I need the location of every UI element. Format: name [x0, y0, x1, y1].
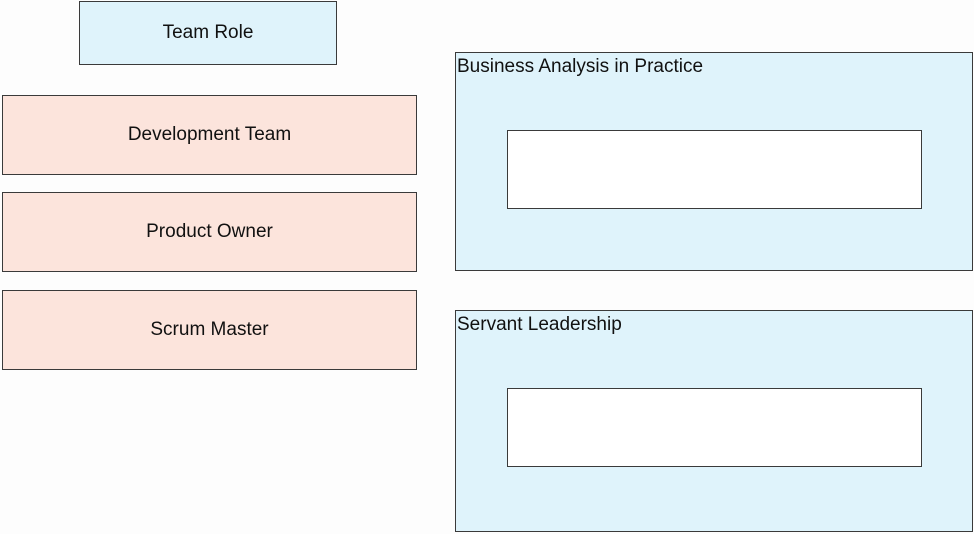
role-item-label: Product Owner [146, 221, 273, 242]
role-item-scrum-master[interactable]: Scrum Master [2, 290, 417, 370]
role-item-development-team[interactable]: Development Team [2, 95, 417, 175]
team-role-header: Team Role [79, 1, 337, 65]
role-item-product-owner[interactable]: Product Owner [2, 192, 417, 272]
role-item-label: Development Team [127, 124, 292, 145]
role-item-label: Scrum Master [150, 319, 269, 340]
target-panel-title: Business Analysis in Practice [457, 56, 704, 77]
target-panel-servant-leadership: Servant Leadership [455, 310, 973, 532]
team-role-header-label: Team Role [162, 22, 254, 43]
drop-slot-business-analysis[interactable] [507, 130, 922, 209]
target-panel-title: Servant Leadership [457, 314, 622, 335]
target-panel-business-analysis: Business Analysis in Practice [455, 52, 973, 271]
drop-slot-servant-leadership[interactable] [507, 388, 922, 467]
